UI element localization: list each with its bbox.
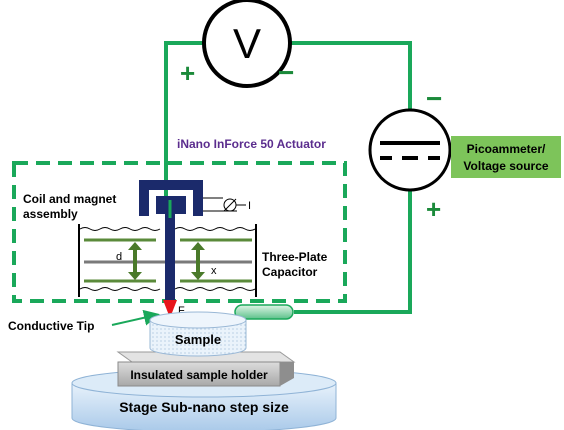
plus-sign-source: + xyxy=(426,194,441,224)
d-label: d xyxy=(116,251,122,263)
current-label: I xyxy=(248,200,251,212)
source-label-line2: Voltage source xyxy=(463,159,548,173)
actuator-boundary xyxy=(12,161,347,303)
voltmeter: V xyxy=(202,0,292,88)
holder-label: Insulated sample holder xyxy=(130,368,268,382)
conductive-tip xyxy=(163,300,177,318)
sample-label: Sample xyxy=(175,332,221,347)
wire-bottom-right xyxy=(294,190,412,314)
tip-pointer-arrow xyxy=(111,309,160,326)
plus-sign-left: + xyxy=(180,58,195,88)
actuator-label: iNano InForce 50 Actuator xyxy=(177,137,326,151)
stage-label: Stage Sub-nano step size xyxy=(119,399,289,415)
voltage-source xyxy=(368,108,452,192)
indenter-shaft xyxy=(165,212,175,300)
x-label: x xyxy=(211,265,217,277)
sample xyxy=(149,311,247,357)
current-source-symbol xyxy=(203,197,246,212)
coil-label-line1: Coil and magnet xyxy=(23,192,116,206)
gap-arrow-x xyxy=(191,242,205,280)
gap-arrow-d xyxy=(128,242,142,280)
capacitor-springs xyxy=(79,227,256,291)
minus-sign-source: − xyxy=(426,83,442,114)
force-label: F xyxy=(178,305,185,317)
voltmeter-symbol: V xyxy=(233,20,261,67)
wire-left xyxy=(164,41,204,200)
source-label-line1: Picoammeter/ xyxy=(467,142,546,156)
coil-label-line2: assembly xyxy=(23,207,78,221)
wire-top-right xyxy=(290,41,412,110)
capacitor-label-line1: Three-Plate xyxy=(262,250,328,264)
electrode-pad xyxy=(234,304,294,320)
minus-sign-right: − xyxy=(278,57,294,88)
sample-holder xyxy=(116,351,296,387)
source-label-box xyxy=(451,136,561,178)
capacitor-label-line2: Capacitor xyxy=(262,265,318,279)
tip-label: Conductive Tip xyxy=(8,319,94,333)
